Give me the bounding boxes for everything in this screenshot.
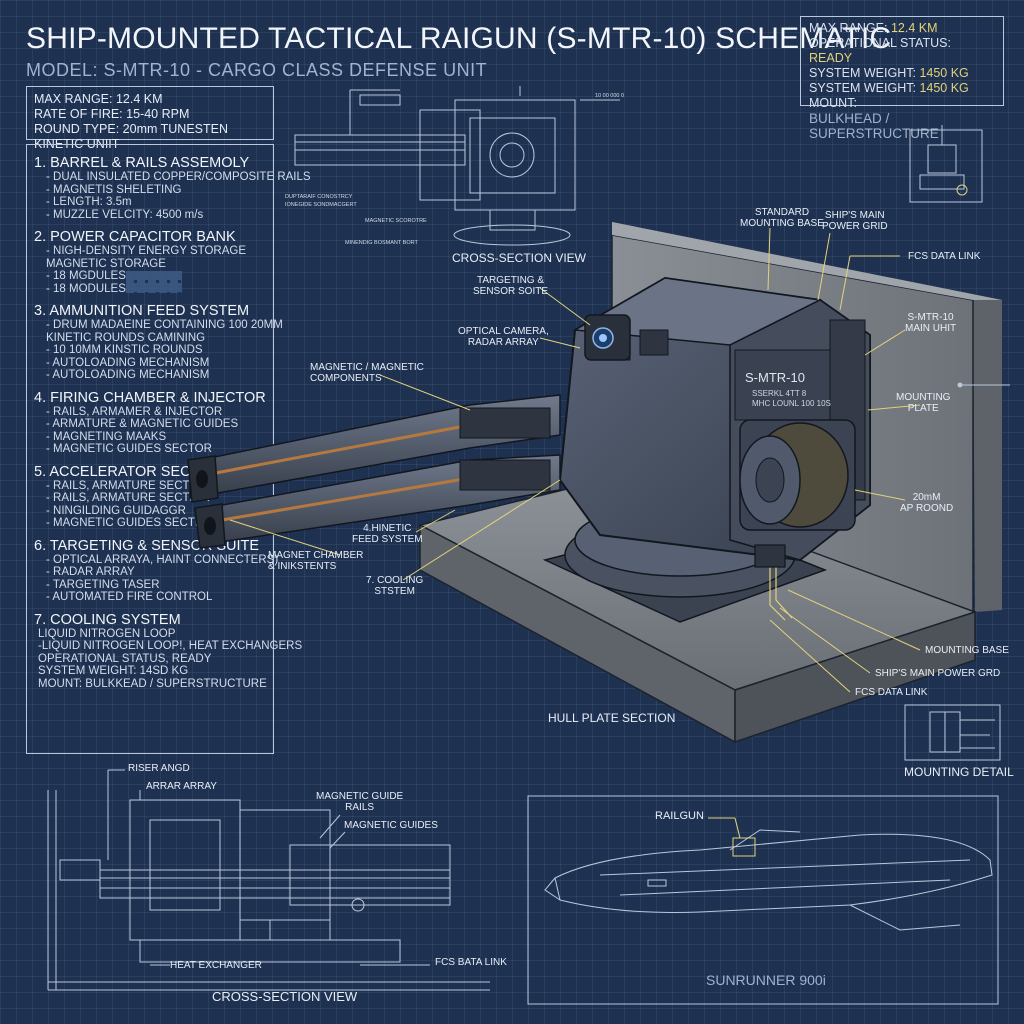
section-cooling: 7. COOLING SYSTEM LIQUID NITROGEN LOOP -…: [34, 611, 303, 690]
page-title: SHIP-MOUNTED TACTICAL RAIGUN (S-MTR-10) …: [26, 22, 892, 55]
section-firing: 4. FIRING CHAMBER & INJECTOR - RAILS, AR…: [34, 389, 266, 456]
mount-detail-icon: [909, 125, 983, 203]
callout-fcs-data-link: FCS DATA LINK: [855, 687, 928, 698]
label-fcs-bata-link: FCS BATA LINK: [435, 957, 507, 968]
status-mount-value: BULKHEAD / SUPERSTRUCTURE: [809, 111, 939, 141]
caption-cross-section-top: CROSS-SECTION VIEW: [452, 251, 587, 265]
label-magnetic-guides: MAGNETIC GUIDES: [344, 820, 438, 831]
ship-panel: [527, 795, 999, 1005]
spec-box: MAX RANGE: 12.4 KM RATE OF FIRE: 15-40 R…: [26, 86, 274, 151]
turret-serial-label: SSERKL 4TT 8: [752, 389, 807, 398]
component-list: 1. BARREL & RAILS ASSEMOLY - DUAL INSULA…: [26, 144, 311, 754]
power-cables: [754, 544, 793, 621]
label-riser: RISER ANGD: [128, 763, 190, 774]
capacitor-modules-icon: [126, 271, 182, 293]
status-line: MAX RANGE: 12.4 KM: [809, 21, 938, 35]
tag-text: DUPTARAIF CONOSTRCY: [285, 194, 353, 200]
tag-text: 10 00 000 0: [595, 93, 624, 99]
callout-fcs-data-link-top: FCS DATA LINK: [908, 251, 981, 262]
callout-magnet-chamber: MAGNET CHAMBER& INIKSTENTS: [268, 550, 364, 572]
status-line: OPERATIONAL STATUS: READY: [809, 36, 951, 65]
section-power: 2. POWER CAPACITOR BANK - NIGH-DENSITY E…: [34, 229, 247, 295]
status-box: MAX RANGE: 12.4 KM OPERATIONAL STATUS: R…: [800, 16, 1004, 141]
mounting-detail-drawing: [904, 704, 1001, 761]
label-heat-exchanger: HEAT EXCHANGER: [170, 960, 262, 971]
top-cross-section-tags: 10 00 000 0 DUPTARAIF CONOSTRCY IONEGIDE…: [285, 93, 624, 246]
barrel-assembly: [187, 394, 561, 549]
label-arrar-array: ARRAR ARRAY: [146, 781, 217, 792]
section-barrel: 1. BARREL & RAILS ASSEMOLY - DUAL INSULA…: [34, 155, 311, 221]
callout-mounting-base: MOUNTING BASE: [925, 645, 1009, 656]
caption-cross-section-bottom: CROSS-SECTION VIEW: [212, 989, 358, 1004]
tag-text: MINENDIG BOSMANT BORT: [345, 240, 418, 246]
callout-lines: [229, 227, 921, 693]
status-line: SYSTEM WEIGHT: 1450 KG: [809, 66, 969, 80]
tag-text: IONEGIDE SONDMACGERT: [285, 202, 357, 208]
page-subtitle: MODEL: S-MTR-10 - CARGO CLASS DEFENSE UN…: [26, 60, 488, 80]
turret-info-label: MHC LOUNL 100 10S: [752, 399, 831, 408]
bottom-cross-section: [47, 769, 490, 991]
callout-optical-camera: OPTICAL CAMERA,RADAR ARRAY: [458, 326, 549, 348]
caption-mounting-detail: MOUNTING DETAIL: [904, 765, 1014, 779]
ship-name: SUNRUNNER 900i: [706, 972, 826, 988]
spec-range: MAX RANGE: 12.4 KM: [34, 92, 163, 106]
section-targeting: 6. TARGETING & SENSOR SUITE - OPTICAL AR…: [34, 537, 279, 604]
wall-dimension-line: [957, 382, 1010, 388]
section-ammo: 3. AMMUNITION FEED SYSTEM - DRUM MADAEIN…: [34, 303, 283, 381]
caption-hull-plate: HULL PLATE SECTION: [548, 711, 676, 725]
spec-rate: RATE OF FIRE: 15-40 RPM: [34, 107, 190, 121]
ammo-drum: [739, 419, 856, 531]
section-accelerator: 5. ACCELERATOR SECTION - RAILS, ARMATURE…: [34, 463, 226, 530]
tag-text: MAGNETIC SCOROTRE: [365, 218, 427, 224]
top-cross-section: [294, 86, 620, 246]
callout-targeting-sensor: TARGETING &SENSOR SOITE: [473, 275, 549, 297]
label-railgun: RAILGUN: [655, 810, 704, 822]
status-mount-label: MOUNT:: [809, 96, 857, 110]
turret-model-label: S-MTR-10: [745, 370, 805, 385]
status-line: SYSTEM WEIGHT: 1450 KG: [809, 81, 969, 95]
callout-ships-main-grid: SHIP'S MAIN POWER GRD: [875, 668, 1001, 679]
